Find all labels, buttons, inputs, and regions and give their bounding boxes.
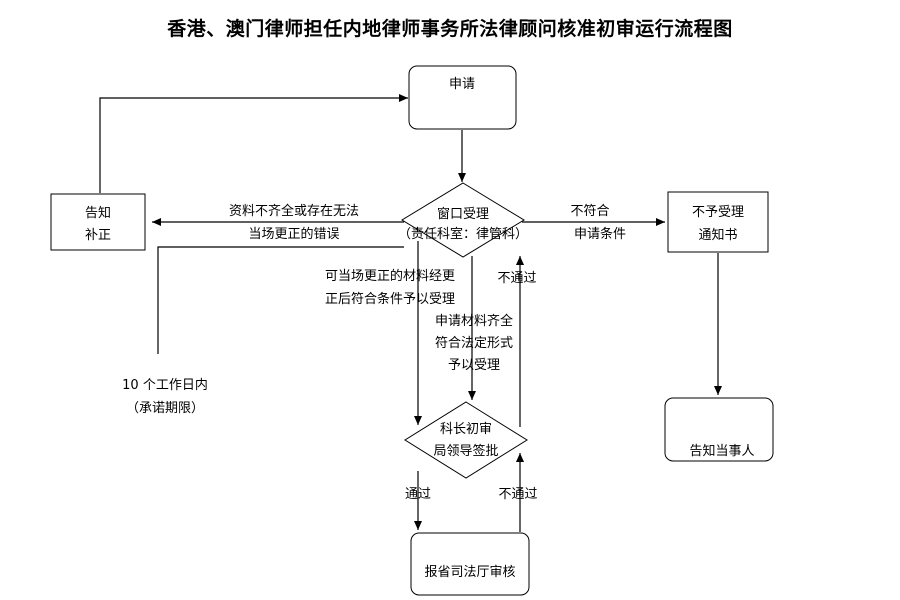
label-incomplete-line1: 资料不齐全或存在无法 [229,203,359,219]
label-complete-line3: 予以受理 [448,358,500,373]
node-review-line2: 局领导签批 [433,443,498,459]
label-deadline-line2: （承诺期限） [126,401,204,416]
label-not-qualified-line2: 申请条件 [574,226,626,242]
label-incomplete-line2: 当场更正的错误 [248,226,339,242]
node-window-line1: 窗口受理 [437,206,489,222]
label-corrected-line2: 正后符合条件予以受理 [325,291,455,307]
label-deadline-line1: 10 个工作日内 [122,377,208,393]
node-apply-label: 申请 [449,77,475,92]
edge-labels: 资料不齐全或存在无法 当场更正的错误 不符合 申请条件 可当场更正的材料经更 正… [122,203,626,502]
node-notify-correct-line2: 补正 [85,228,111,243]
node-apply: 申请 [408,65,517,130]
label-fail-upper: 不通过 [497,271,536,286]
label-fail-lower: 不通过 [498,487,537,502]
node-submit-label: 报省司法厅审核 [424,565,515,580]
node-reject-notice: 不予受理 通知书 [667,191,769,253]
node-submit: 报省司法厅审核 [410,532,530,596]
label-pass: 通过 [405,487,431,502]
node-notify-correct-line1: 告知 [85,205,111,221]
edge-correct-to-apply [99,94,408,193]
label-corrected-line1: 可当场更正的材料经更 [325,268,455,284]
node-notify-correct: 告知 补正 [50,193,146,251]
node-window: 窗口受理 （责任科室：律管科） [398,182,528,258]
connectors [99,94,722,532]
label-complete-line2: 符合法定形式 [435,335,513,351]
node-reject-notice-line1: 不予受理 [692,205,744,220]
node-notify-party: 告知当事人 [664,397,774,462]
node-review: 科长初审 局领导签批 [404,401,528,479]
node-review-line1: 科长初审 [440,422,492,437]
node-window-line2: （责任科室：律管科） [398,226,528,242]
label-not-qualified-line1: 不符合 [570,203,609,219]
page-title: 香港、澳门律师担任内地律师事务所法律顾问核准初审运行流程图 [167,18,733,40]
label-complete-line1: 申请材料齐全 [435,313,513,329]
edge-deadline-bracket [157,246,404,354]
node-notify-party-label: 告知当事人 [689,443,754,459]
node-reject-notice-line2: 通知书 [698,227,737,243]
